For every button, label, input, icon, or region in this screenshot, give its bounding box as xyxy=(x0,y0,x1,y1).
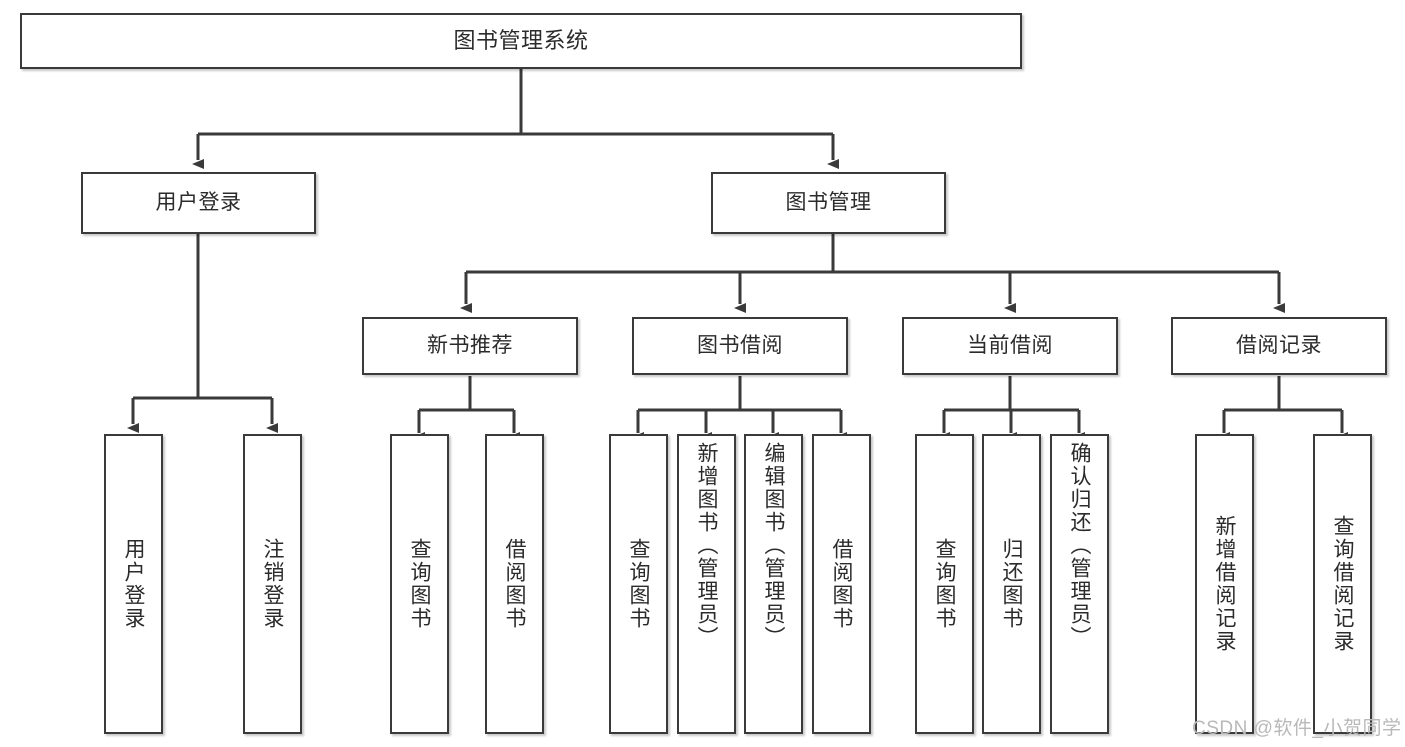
node-label: 图书管理系统 xyxy=(453,27,589,53)
node-label: 当前借阅 xyxy=(967,334,1053,358)
node-label: 注销登录 xyxy=(261,538,284,630)
leaf-borrow-record-query-record[interactable]: 查询借阅记录 xyxy=(1313,434,1372,734)
leaf-user-login-logout[interactable]: 注销登录 xyxy=(243,434,302,734)
leaf-user-login-login[interactable]: 用户登录 xyxy=(104,434,163,734)
leaf-current-borrow-query-book[interactable]: 查询图书 xyxy=(915,434,974,734)
leaf-book-borrow-edit-book[interactable]: 编辑图书（管理员） xyxy=(744,434,803,734)
node-new-book-recommend[interactable]: 新书推荐 xyxy=(362,317,578,375)
node-label: 用户登录 xyxy=(122,538,145,630)
leaf-borrow-record-add-record[interactable]: 新增借阅记录 xyxy=(1195,434,1254,734)
node-label: 查询图书 xyxy=(933,538,956,630)
node-label: 借阅图书 xyxy=(503,538,526,630)
csdn-watermark: CSDN @软件_小贺同学 xyxy=(1192,718,1402,739)
node-label: 图书管理 xyxy=(785,191,872,215)
node-label: 新书推荐 xyxy=(427,334,513,358)
node-borrow-record[interactable]: 借阅记录 xyxy=(1171,317,1387,375)
node-label: 归还图书 xyxy=(1000,538,1023,630)
node-label: 查询图书 xyxy=(627,538,650,630)
leaf-current-borrow-confirm-return[interactable]: 确认归还（管理员） xyxy=(1050,434,1109,734)
node-label: 确认归还（管理员） xyxy=(1068,442,1091,649)
node-label: 用户登录 xyxy=(155,191,242,215)
leaf-current-borrow-return-book[interactable]: 归还图书 xyxy=(982,434,1041,734)
node-user-login[interactable]: 用户登录 xyxy=(81,172,316,234)
node-label: 借阅记录 xyxy=(1236,334,1322,358)
node-label: 借阅图书 xyxy=(830,538,853,630)
node-root-system[interactable]: 图书管理系统 xyxy=(20,13,1022,69)
node-book-borrow[interactable]: 图书借阅 xyxy=(632,317,848,375)
leaf-book-borrow-borrow-book[interactable]: 借阅图书 xyxy=(812,434,871,734)
node-label: 查询借阅记录 xyxy=(1331,515,1354,653)
leaf-book-borrow-query-book[interactable]: 查询图书 xyxy=(609,434,668,734)
node-label: 编辑图书（管理员） xyxy=(762,442,785,649)
leaf-book-borrow-add-book[interactable]: 新增图书（管理员） xyxy=(677,434,736,734)
node-label: 查询图书 xyxy=(408,538,431,630)
node-label: 图书借阅 xyxy=(697,334,783,358)
leaf-new-book-borrow-book[interactable]: 借阅图书 xyxy=(485,434,544,734)
node-label: 新增借阅记录 xyxy=(1213,515,1236,653)
node-current-borrow[interactable]: 当前借阅 xyxy=(902,317,1118,375)
node-label: 新增图书（管理员） xyxy=(695,442,718,649)
leaf-new-book-query-book[interactable]: 查询图书 xyxy=(390,434,449,734)
node-book-management[interactable]: 图书管理 xyxy=(711,172,946,234)
